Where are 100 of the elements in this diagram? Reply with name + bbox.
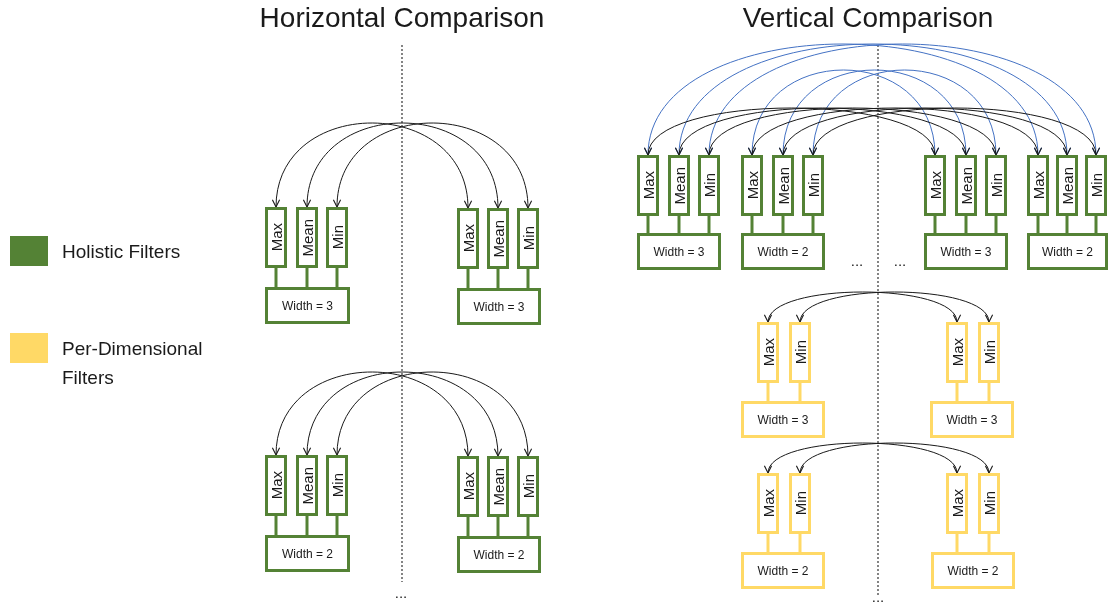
connector-line [987,383,991,401]
connector-line [305,268,309,287]
connector-line [811,216,815,233]
connector-line [335,516,339,535]
filter-box: Max [265,455,287,516]
filter-box: Mean [487,208,509,269]
width-box: Width = 3 [741,401,825,438]
width-box: Width = 2 [741,552,825,589]
ellipsis: ... [871,588,885,605]
arc-arrow [272,122,472,209]
arc-arrow [272,371,472,457]
connector-line [994,216,998,233]
filter-box: Min [789,473,811,534]
connector-line [677,216,681,233]
ellipsis: ... [394,584,408,601]
connector-line [274,268,278,287]
filter-box: Min [326,455,348,516]
filter-box: Max [946,322,968,383]
filter-box: Min [326,207,348,268]
connector-line [335,268,339,287]
filter-box: Max [457,456,479,517]
connector-line [496,269,500,288]
connector-line [766,534,770,552]
arc-arrow [333,371,532,457]
arc-arrow [333,122,532,209]
arc-arrow [766,291,959,323]
legend-label: Per-Dimensional Filters [62,337,204,390]
connector-line [766,383,770,401]
arc-arrow [781,107,1069,156]
filter-box: Min [985,155,1007,216]
arc-arrow [707,107,998,156]
filter-box: Max [637,155,659,216]
filter-box: Min [802,155,824,216]
filter-box: Max [1027,155,1049,216]
filter-box: Mean [296,455,318,516]
filter-box: Max [946,473,968,534]
connector-line [466,269,470,288]
filter-box: Min [517,208,539,269]
connector-line [1036,216,1040,233]
width-box: Width = 3 [924,233,1008,270]
filter-box: Min [978,473,1000,534]
width-box: Width = 2 [741,233,825,270]
filter-box: Min [698,155,720,216]
width-box: Width = 2 [1027,233,1108,270]
connector-line [305,516,309,535]
filter-box: Mean [668,155,690,216]
section-title: Vertical Comparison [742,2,994,34]
arc-arrow [798,442,991,474]
arc-arrow [677,107,968,156]
filter-box: Max [457,208,479,269]
ellipsis: ... [850,252,864,269]
connector-line [798,383,802,401]
connector-line [987,534,991,552]
connector-line [798,534,802,552]
filter-box: Max [265,207,287,268]
arc-arrow [303,122,502,209]
width-box: Width = 3 [265,287,350,324]
connector-line [1065,216,1069,233]
width-box: Width = 3 [930,401,1014,438]
arc-arrow [646,107,937,156]
connector-line [781,216,785,233]
section-title: Horizontal Comparison [259,2,545,34]
arc-arrow [811,107,1098,156]
connector-line [707,216,711,233]
filter-box: Min [978,322,1000,383]
filter-box: Max [741,155,763,216]
connector-line [1094,216,1098,233]
filter-box: Max [757,322,779,383]
width-box: Width = 3 [637,233,721,270]
connector-line [955,383,959,401]
filter-box: Mean [487,456,509,517]
connector-line [526,269,530,288]
filter-box: Mean [955,155,977,216]
ellipsis: ... [893,252,907,269]
width-box: Width = 2 [457,536,541,573]
filter-box: Mean [296,207,318,268]
filter-box: Min [1085,155,1107,216]
width-box: Width = 3 [457,288,541,325]
connector-line [955,534,959,552]
connector-line [274,516,278,535]
filter-box: Max [757,473,779,534]
arc-arrow [798,291,991,323]
arc-arrow [303,371,502,457]
connector-line [646,216,650,233]
connector-line [933,216,937,233]
connector-line [526,517,530,536]
filter-box: Min [789,322,811,383]
filter-box: Max [924,155,946,216]
connector-line [964,216,968,233]
filter-box: Mean [772,155,794,216]
width-box: Width = 2 [265,535,350,572]
connector-line [466,517,470,536]
arc-arrow [750,107,1040,156]
filter-box: Mean [1056,155,1078,216]
arc-arrow [766,442,959,474]
width-box: Width = 2 [931,552,1015,589]
connector-line [750,216,754,233]
filter-box: Min [517,456,539,517]
legend-label: Holistic Filters [62,240,182,264]
connector-line [496,517,500,536]
